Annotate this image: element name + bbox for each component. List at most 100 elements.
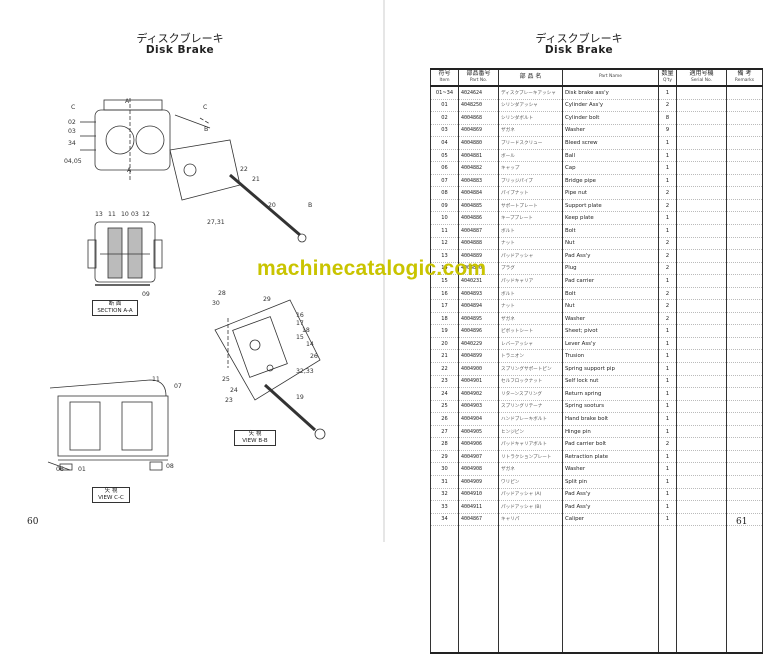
bridge-pipe-view-cc (49, 379, 167, 397)
cell-qty: 1 (658, 136, 677, 150)
cell-qty: 2 (658, 299, 677, 313)
cell-remarks (726, 86, 763, 100)
cell-item: 03 (430, 124, 459, 138)
callout-16: 16 (296, 312, 304, 319)
cell-qty: 2 (658, 237, 677, 251)
cell-qty: 1 (658, 349, 677, 364)
cell-item: 28 (430, 437, 459, 451)
cell-remarks (726, 262, 763, 276)
cell-item: 30 (430, 462, 459, 476)
cell-part-name-jp: パイプナット (498, 186, 563, 200)
callout-08: 08 (166, 463, 174, 470)
cell-part-name-jp: ナット (498, 237, 563, 251)
cell-part-name: Bolt (562, 287, 659, 301)
empty-cell (430, 525, 459, 654)
cell-serial-no (676, 400, 727, 414)
cell-remarks (726, 425, 763, 439)
cell-serial-no (676, 425, 727, 439)
cell-remarks (726, 136, 763, 150)
cell-serial-no (676, 324, 727, 338)
callout-b: B (204, 126, 209, 133)
cell-part-name: Pad carrier bolt (562, 437, 659, 451)
callout-10: 10 (121, 211, 129, 218)
cell-part-name-jp: キャリパ (498, 513, 563, 527)
cell-part-name: Caliper (562, 513, 659, 527)
cell-part-name-jp: リトラクションプレート (498, 450, 563, 464)
cell-part-name-jp: プラグ (498, 262, 563, 276)
cell-part-name: Pad Ass'y (562, 500, 659, 514)
cell-qty: 1 (658, 161, 677, 175)
cell-qty: 1 (658, 387, 677, 401)
callout-09: 09 (142, 291, 150, 298)
cell-qty: 1 (658, 475, 677, 489)
cell-part-no: 4048250 (458, 99, 499, 113)
left-title-jp: ディスクブレーキ (136, 32, 224, 45)
cell-part-no: 4004893 (458, 287, 499, 301)
cell-remarks (726, 249, 763, 263)
cell-part-name: Bridge pipe (562, 174, 659, 188)
cell-part-no: 4004911 (458, 500, 499, 514)
cell-part-name: Pad Ass'y (562, 249, 659, 263)
cell-part-name: Keep plate (562, 211, 659, 225)
cell-part-name: Split pin (562, 475, 659, 489)
cell-part-name-jp: ブリードスクリュー (498, 136, 563, 150)
cell-serial-no (676, 86, 727, 100)
cell-part-name-jp: ザガネ (498, 124, 563, 138)
cell-serial-no (676, 312, 727, 326)
callout-15: 15 (296, 334, 304, 341)
cell-serial-no (676, 136, 727, 150)
cell-part-name-jp: ハンドブレーキボルト (498, 412, 563, 426)
cell-part-name: Pad Ass'y (562, 488, 659, 502)
cell-part-no: 4004904 (458, 412, 499, 426)
cell-remarks (726, 349, 763, 364)
cell-part-name: Spring sooturs (562, 400, 659, 414)
cell-item: 33 (430, 500, 459, 514)
cell-qty: 1 (658, 86, 677, 100)
cell-remarks (726, 375, 763, 389)
callout-01: 01 (78, 466, 86, 473)
cell-remarks (726, 199, 763, 213)
cell-serial-no (676, 237, 727, 251)
cell-part-name: Nut (562, 299, 659, 313)
cell-part-name-jp: レバーアッシャ (498, 337, 563, 351)
callout-c: C (203, 104, 208, 111)
empty-cell (658, 525, 677, 654)
cell-item: 19 (430, 324, 459, 338)
callout-23: 23 (225, 397, 233, 404)
cell-qty: 2 (658, 287, 677, 301)
callout-27-31: 27,31 (207, 219, 225, 226)
cell-part-no: 4004900 (458, 362, 499, 376)
watermark: machinecatalogic.com (257, 257, 487, 280)
cell-item: 02 (430, 111, 459, 125)
cell-part-name-jp: キーププレート (498, 211, 563, 225)
cell-item: 01 (430, 99, 459, 113)
section-aa-en: SECTION A-A (97, 308, 133, 314)
cell-part-name-jp: シリンダアッシャ (498, 99, 563, 113)
cell-part-name: Washer (562, 312, 659, 326)
cell-part-no: 4004910 (458, 488, 499, 502)
cell-part-no: 4040229 (458, 337, 499, 351)
cell-remarks (726, 211, 763, 225)
callout-18: 18 (302, 327, 310, 334)
cell-part-name-jp: ボルト (498, 287, 563, 301)
cell-part-name-jp: ザガネ (498, 312, 563, 326)
header-part-name-jp: 部 品 名 (498, 68, 563, 87)
cell-part-name-jp: キャップ (498, 161, 563, 175)
cell-serial-no (676, 149, 727, 163)
cell-part-name: Sheet; pivot (562, 324, 659, 338)
cell-part-name-jp: ボルト (498, 224, 563, 238)
